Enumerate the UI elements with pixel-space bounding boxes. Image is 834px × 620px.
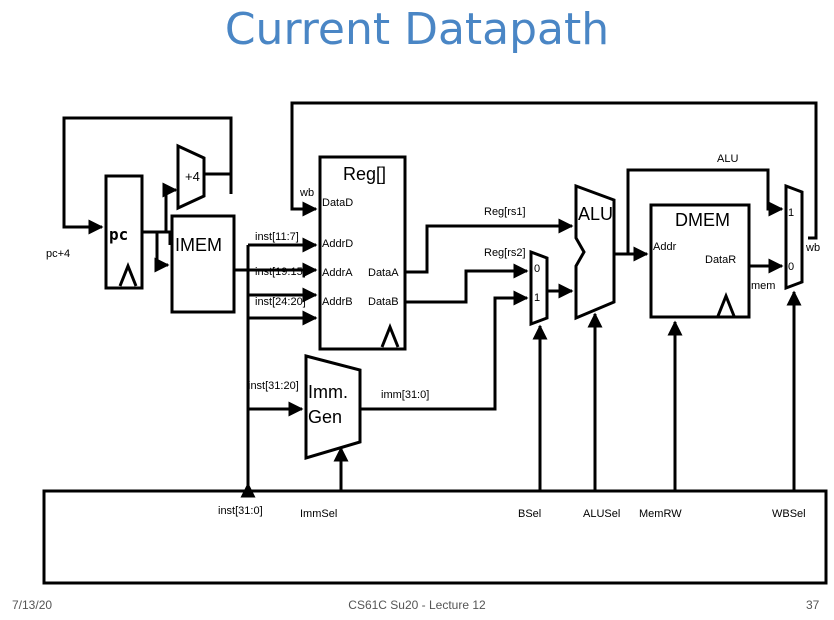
wbmux-0-label: 0 (788, 261, 794, 273)
footer-page-number: 37 (806, 598, 820, 612)
immgen-line2: Gen (308, 407, 342, 427)
imm-wire (360, 290, 529, 411)
port-addra: AddrA (322, 267, 353, 279)
dmem-addr-label: Addr (653, 241, 677, 253)
bmux-1-label: 1 (534, 292, 540, 304)
control-logic-box (42, 489, 828, 585)
pc4-loop-wire (62, 116, 233, 235)
immgen-line1: Imm. (308, 382, 348, 402)
register-file (318, 155, 407, 351)
rs1-wire (405, 218, 574, 274)
imm-label: imm[31:0] (381, 389, 429, 401)
bmux-0-label: 0 (534, 263, 540, 275)
port-datab: DataB (368, 296, 399, 308)
plus4-adder (176, 143, 206, 211)
wbmux-1-label: 1 (788, 207, 794, 219)
wb-out-label: wb (805, 242, 820, 254)
memrw-label: MemRW (639, 508, 682, 520)
alu-to-wbmux-wire (626, 168, 784, 254)
wbmux (784, 183, 804, 291)
plus4-label: +4 (185, 169, 200, 184)
wb-loop-wire (290, 101, 818, 240)
mem-label: mem (751, 280, 775, 292)
port-datad: DataD (322, 197, 353, 209)
inst-31-20-label: inst[31:20] (248, 380, 299, 392)
inst-19-15-label: inst[19:15] (255, 266, 306, 278)
wb-in-label: wb (299, 187, 314, 199)
pc-label: pc (109, 225, 128, 244)
port-dataa: DataA (368, 267, 399, 279)
port-addrd: AddrD (322, 238, 353, 250)
imem-block (170, 214, 236, 314)
reg-rs2-label: Reg[rs2] (484, 247, 526, 259)
bmux (529, 249, 549, 327)
dmem-block (649, 203, 751, 319)
dmem-clock-symbol (716, 291, 736, 317)
slide-title: Current Datapath (224, 4, 610, 55)
pc-clock-symbol (118, 261, 138, 287)
alu-block (574, 183, 616, 321)
pc-to-imem-wire (154, 232, 170, 273)
regfile-title: Reg[] (343, 164, 386, 184)
reg-rs1-label: Reg[rs1] (484, 206, 526, 218)
pc-to-adder-wire (160, 182, 178, 234)
dmem-datar-label: DataR (705, 254, 736, 266)
immsel-label: ImmSel (300, 508, 337, 520)
footer-course: CS61C Su20 - Lecture 12 (348, 598, 486, 612)
bsel-label: BSel (518, 508, 541, 520)
pc4-label: pc+4 (46, 248, 70, 260)
wbsel-label: WBSel (772, 508, 806, 520)
inst-24-20-label: inst[24:20] (255, 296, 306, 308)
alu-label: ALU (578, 204, 613, 224)
regfile-clock-symbol (380, 322, 400, 348)
footer-date: 7/13/20 (12, 598, 53, 612)
imem-label: IMEM (175, 235, 222, 255)
inst-11-7-label: inst[11:7] (255, 231, 299, 243)
alu-wire-label: ALU (717, 153, 738, 165)
imm-gen-block (304, 354, 362, 461)
alusel-label: ALUSel (583, 508, 620, 520)
dmem-label: DMEM (675, 210, 730, 230)
rs2-wire (405, 263, 529, 304)
port-addrb: AddrB (322, 296, 353, 308)
pc-to-imem-wire-b (157, 230, 172, 245)
inst-31-0-label: inst[31:0] (218, 505, 263, 517)
